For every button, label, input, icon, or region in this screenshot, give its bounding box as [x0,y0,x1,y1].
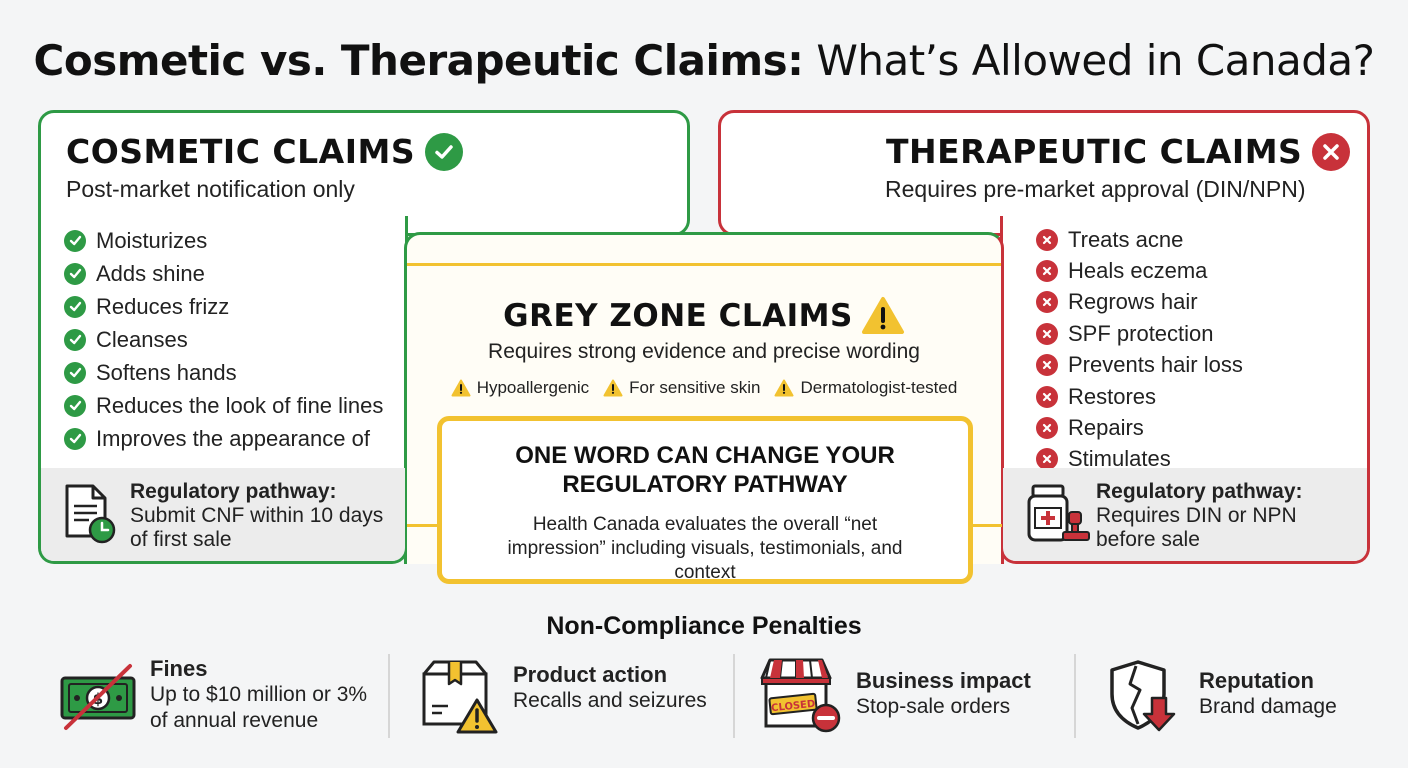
warning-icon [451,379,471,397]
cosmetic-pathway-title: Regulatory pathway: [130,480,337,503]
list-item: Improves the appearance of [64,422,383,455]
grey-zone-tags: Hypoallergenic For sensitive skin Dermat… [404,378,1004,398]
divider [733,654,735,738]
therapeutic-header-panel [718,110,1370,236]
x-circle-icon [1312,132,1351,171]
penalty-business-impact: CLOSED Business impact Stop-sale orders [760,656,1060,740]
therapeutic-pathway-text: Requires DIN or NPN before sale [1096,504,1297,551]
cosmetic-pathway-box: Regulatory pathway: Submit CNF within 10… [41,468,405,561]
cosmetic-header-panel [38,110,690,236]
list-item: SPF protection [1036,318,1243,349]
therapeutic-claims-list: Treats acne Heals eczema Regrows hair SP… [1036,224,1243,475]
warning-icon [774,379,794,397]
list-item: Treats acne [1036,224,1243,255]
divider [1074,654,1076,738]
title-light: What’s Allowed in Canada? [816,36,1375,85]
list-item: Moisturizes [64,224,383,257]
therapeutic-heading: THERAPEUTIC CLAIMS [886,132,1351,171]
list-item: Reduces frizz [64,290,383,323]
penalties-heading: Non-Compliance Penalties [546,612,862,640]
penalty-text: Up to $10 million or 3% of annual revenu… [150,683,368,732]
penalty-product-action: Product action Recalls and seizures [420,656,720,740]
cosmetic-claims-list: Moisturizes Adds shine Reduces frizz Cle… [64,224,383,455]
x-icon [1036,417,1058,440]
grey-zone-subtitle: Requires strong evidence and precise wor… [488,340,920,363]
grey-zone-heading: GREY ZONE CLAIMS [404,296,1004,336]
penalty-title: Product action [513,662,668,687]
list-item: Cleanses [64,323,383,356]
box-warning-icon [422,660,498,734]
list-item: Heals eczema [1036,255,1243,286]
tag-item: Hypoallergenic [451,378,589,398]
callout-title: ONE WORD CAN CHANGE YOUR REGULATORY PATH… [515,442,895,498]
check-icon [64,394,86,417]
warning-icon [603,379,623,397]
list-item: Reduces the look of fine lines [64,389,383,422]
x-icon [1036,291,1058,314]
list-item: Regrows hair [1036,287,1243,318]
check-icon [64,229,86,252]
callout-box: ONE WORD CAN CHANGE YOUR REGULATORY PATH… [437,416,973,584]
cosmetic-pathway-text: Submit CNF within 10 days of first sale [130,504,384,551]
page-title: Cosmetic vs. Therapeutic Claims: What’s … [0,36,1408,86]
tag-item: Dermatologist-tested [774,378,957,398]
cosmetic-heading-text: COSMETIC CLAIMS [66,132,416,171]
x-icon [1036,385,1058,408]
penalty-text: Recalls and seizures [513,689,707,712]
check-icon [64,328,86,351]
penalty-title: Reputation [1199,668,1314,693]
list-item: Prevents hair loss [1036,350,1243,381]
document-clock-icon [65,484,116,544]
penalty-text: Stop-sale orders [856,695,1011,718]
penalty-title: Fines [150,656,208,681]
callout-text: Health Canada evaluates the overall “net… [507,514,903,583]
therapeutic-pathway-title: Regulatory pathway: [1096,480,1303,503]
title-bold: Cosmetic vs. Therapeutic Claims: [33,36,804,85]
x-icon [1036,228,1058,251]
check-icon [64,361,86,384]
therapeutic-heading-text: THERAPEUTIC CLAIMS [886,132,1303,171]
check-icon [64,427,86,450]
divider [388,654,390,738]
tag-item: For sensitive skin [603,378,760,398]
list-item: Restores [1036,381,1243,412]
svg-text:CLOSED: CLOSED [771,699,816,715]
list-item: Repairs [1036,412,1243,443]
list-item: Adds shine [64,257,383,290]
check-circle-icon [425,132,464,171]
cosmetic-subtitle: Post-market notification only [66,176,355,202]
list-item: Stimulates [1036,444,1243,475]
x-icon [1036,448,1058,471]
check-icon [64,295,86,318]
check-icon [64,262,86,285]
x-icon [1036,354,1058,377]
closed-store-icon: CLOSED [760,658,841,733]
x-icon [1036,260,1058,283]
therapeutic-subtitle: Requires pre-market approval (DIN/NPN) [885,176,1306,202]
medicine-bottle-stamp-icon [1027,484,1090,542]
list-item: Softens hands [64,356,383,389]
penalty-reputation: Reputation Brand damage [1106,656,1366,740]
penalty-title: Business impact [856,668,1031,693]
warning-icon [861,297,904,334]
grey-zone-heading-text: GREY ZONE CLAIMS [503,298,853,334]
crossed-out-money-icon: $ [60,664,136,730]
x-icon [1036,322,1058,345]
cosmetic-heading: COSMETIC CLAIMS [66,132,464,171]
penalty-fines: $ Fines Up to $10 million or 3% of annua… [58,656,378,740]
broken-shield-icon [1110,660,1176,732]
penalty-text: Brand damage [1199,695,1337,718]
therapeutic-pathway-box: Regulatory pathway: Requires DIN or NPN … [1003,468,1367,561]
